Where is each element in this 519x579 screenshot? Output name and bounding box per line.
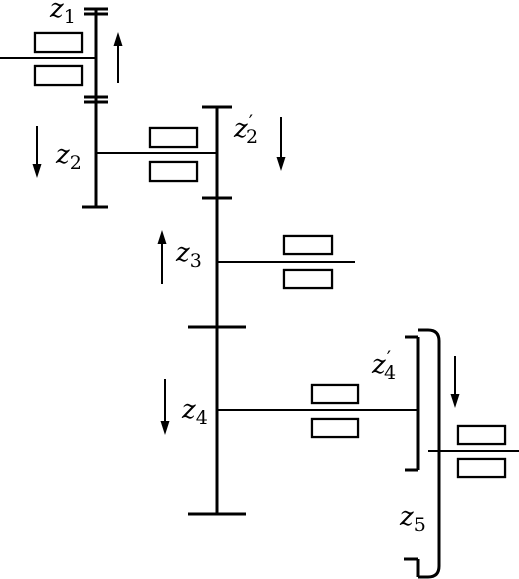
bearing-shaft-4	[310, 383, 360, 439]
gear-z5-internal	[404, 328, 441, 579]
label-z2-prime: z′2	[233, 111, 258, 148]
label-z4: z4	[181, 395, 208, 429]
gear-z2	[82, 102, 108, 209]
label-z5: z5	[399, 502, 426, 536]
arrow-down-z2	[32, 126, 42, 178]
label-z2: z2	[55, 140, 82, 174]
gear-z1	[84, 7, 108, 104]
bearing-shaft-5	[456, 424, 507, 479]
arrow-down-z4	[160, 379, 170, 435]
gear-z4-prime	[405, 335, 420, 472]
label-z4-prime: z′4	[371, 347, 396, 384]
label-z1: z1	[49, 0, 76, 28]
arrow-up-z3	[157, 230, 167, 284]
arrow-up-z1	[113, 32, 123, 83]
arrow-down-z2-prime	[276, 117, 286, 171]
bearing-shaft-1	[33, 31, 84, 87]
bearing-shaft-2	[148, 126, 199, 183]
gear-z4	[188, 327, 246, 516]
bearing-shaft-3	[282, 234, 334, 290]
arrow-down-z4-prime	[450, 356, 460, 408]
label-z3: z3	[175, 238, 202, 272]
